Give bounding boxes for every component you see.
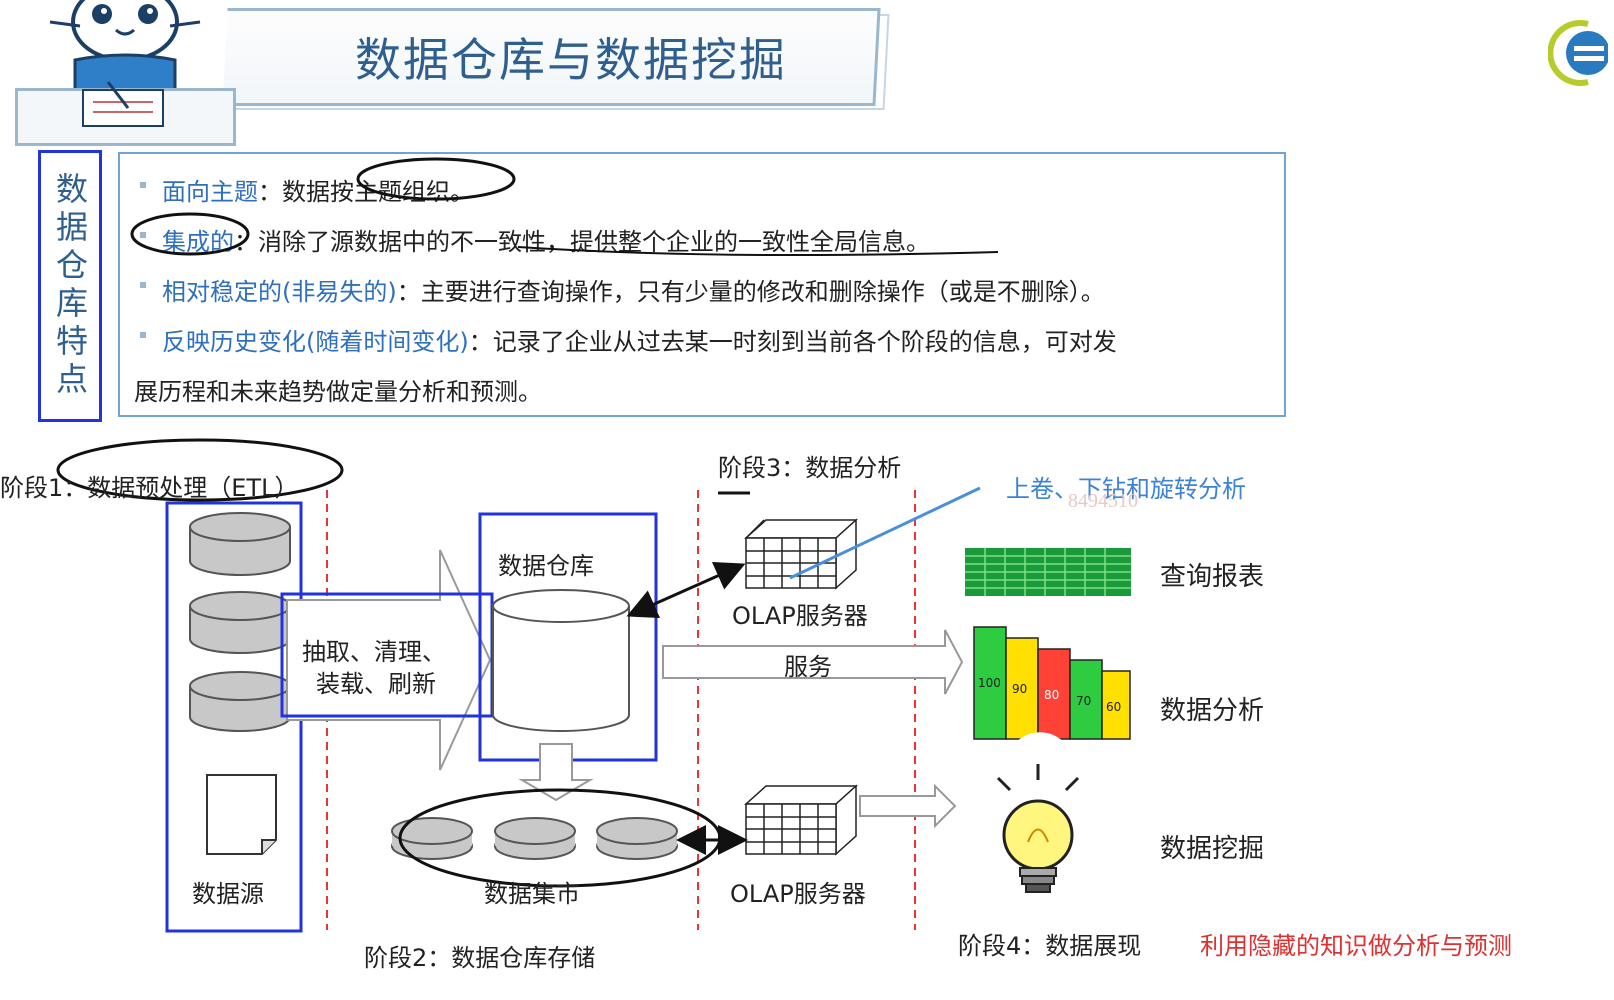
bar-value: 80	[1044, 688, 1060, 702]
stage1-label: 阶段1：数据预处理（ETL）	[0, 474, 299, 502]
brand-logo-icon	[1548, 20, 1608, 86]
bar-value: 70	[1076, 694, 1092, 708]
database-icon	[189, 671, 291, 732]
feature-item: 相对稳定的(非易失的)：主要进行查询操作，只有少量的修改和删除操作（或是不删除）…	[140, 272, 1105, 307]
feature-annotations	[130, 157, 999, 257]
notepad-icon	[82, 81, 164, 127]
architecture-diagram	[56, 438, 1131, 933]
data-mart-icon	[391, 817, 473, 860]
olap-cube-icon	[744, 784, 858, 856]
slide-title: 数据仓库与数据挖掘	[355, 33, 787, 87]
lightbulb-icon	[996, 732, 1080, 893]
stage2-label: 阶段2：数据仓库存储	[364, 944, 596, 972]
stage3-label: 阶段3：数据分析	[718, 454, 902, 482]
etl-line1: 抽取、清理、	[302, 638, 446, 666]
report-table-icon	[965, 548, 1131, 596]
query-report-label: 查询报表	[1160, 562, 1265, 592]
hidden-knowledge-note: 利用隐藏的知识做分析与预测	[1200, 932, 1512, 960]
bar-value: 90	[1012, 682, 1028, 696]
bar-chart-icon	[973, 626, 1131, 740]
data-source-label: 数据源	[192, 880, 264, 908]
database-icon	[189, 512, 291, 576]
database-icon	[189, 591, 291, 654]
feature-continuation: 展历程和未来趋势做定量分析和预测。	[134, 378, 542, 406]
feature-item: 反映历史变化(随着时间变化)：记录了企业从过去某一时刻到当前各个阶段的信息，可对…	[140, 322, 1117, 357]
annotation-line	[789, 486, 981, 580]
mining-arrow	[859, 783, 957, 829]
side-label-box: 数据仓库特点	[38, 150, 102, 422]
warehouse-cylinder-icon	[492, 589, 630, 732]
olap-cube-icon	[744, 518, 858, 590]
handwritten-ellipse	[398, 788, 722, 888]
etl-line2: 装载、刷新	[316, 670, 436, 698]
service-arrow	[662, 629, 964, 695]
warehouse-label: 数据仓库	[498, 552, 594, 580]
data-mining-label: 数据挖掘	[1160, 834, 1265, 864]
bar-value: 60	[1106, 700, 1122, 714]
service-label: 服务	[784, 653, 832, 681]
side-label: 数据仓库特点	[51, 172, 89, 400]
bar-value: 100	[978, 676, 1001, 690]
data-mart-icon	[596, 817, 678, 860]
bidirectional-arrow	[626, 562, 746, 618]
olap-label: OLAP服务器	[730, 880, 866, 908]
olap-label: OLAP服务器	[732, 602, 868, 630]
handwritten-ellipse	[56, 438, 344, 502]
watermark: 8494510	[1068, 490, 1138, 512]
document-icon	[206, 774, 277, 855]
stage4-label: 阶段4：数据展现	[958, 932, 1142, 960]
data-analysis-label: 数据分析	[1160, 696, 1265, 726]
rollup-note: 上卷、下钻和旋转分析	[1006, 475, 1246, 503]
feature-item: 面向主题：数据按主题组织。	[140, 172, 474, 207]
data-mart-label: 数据集市	[484, 880, 580, 908]
data-mart-icon	[494, 817, 576, 860]
